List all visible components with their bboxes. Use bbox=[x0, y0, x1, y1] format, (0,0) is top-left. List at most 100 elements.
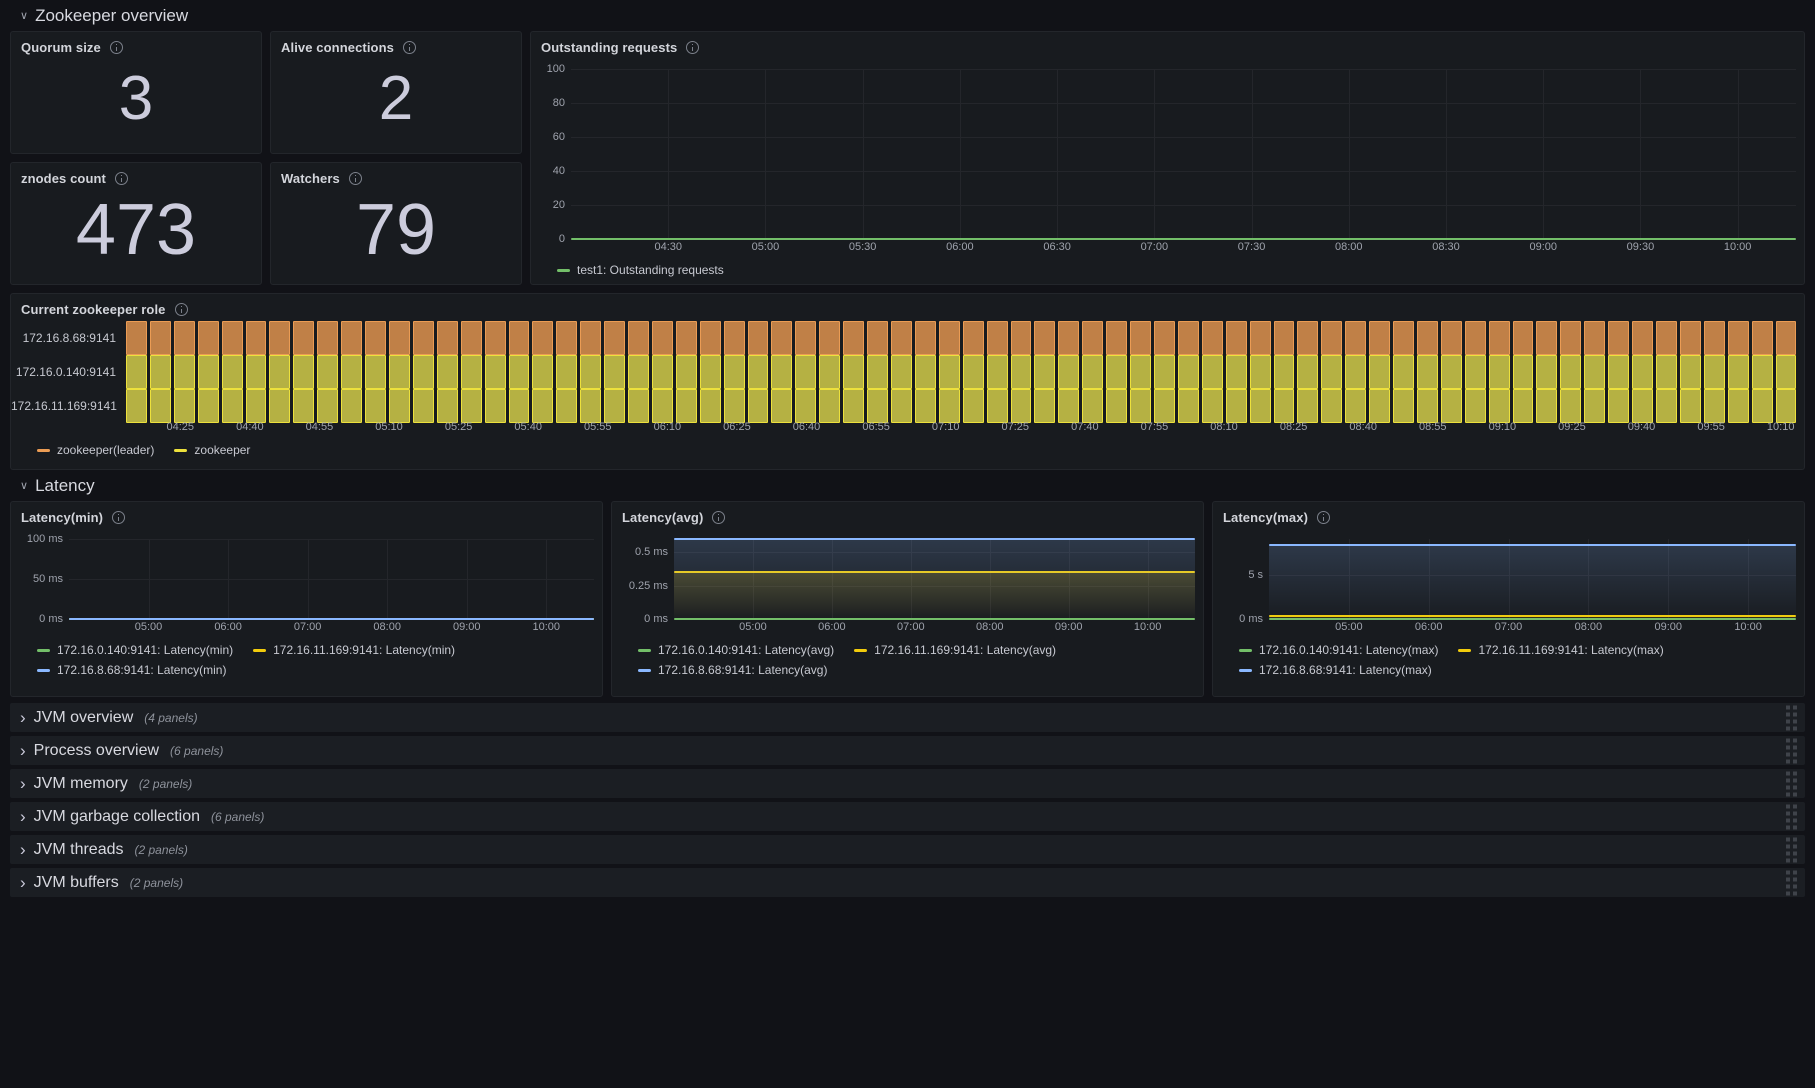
timeline-segment[interactable] bbox=[532, 321, 554, 355]
info-icon[interactable] bbox=[109, 41, 123, 54]
timeline-segment[interactable] bbox=[604, 321, 626, 355]
timeline-segment[interactable] bbox=[197, 321, 219, 355]
legend-item[interactable]: 172.16.8.68:9141: Latency(min) bbox=[37, 663, 226, 677]
timeline-segment[interactable] bbox=[891, 321, 912, 355]
timeline-segment[interactable] bbox=[723, 389, 745, 423]
timeline-segment[interactable] bbox=[1512, 321, 1534, 355]
info-icon[interactable] bbox=[348, 172, 362, 185]
timeline-segment[interactable] bbox=[341, 389, 363, 423]
timeline-segment[interactable] bbox=[197, 389, 219, 423]
timeline-segment[interactable] bbox=[628, 389, 649, 423]
timeline-segment[interactable] bbox=[1608, 389, 1630, 423]
timeline-segment[interactable] bbox=[1369, 355, 1391, 389]
timeline-track[interactable] bbox=[126, 389, 1797, 423]
timeline-segment[interactable] bbox=[556, 389, 578, 423]
timeline-segment[interactable] bbox=[245, 321, 267, 355]
timeline-segment[interactable] bbox=[1584, 389, 1606, 423]
timeline-segment[interactable] bbox=[365, 321, 386, 355]
timeline-segment[interactable] bbox=[628, 355, 649, 389]
timeline-segment[interactable] bbox=[819, 389, 841, 423]
timeline-segment[interactable] bbox=[1536, 355, 1558, 389]
timeline-segment[interactable] bbox=[508, 355, 530, 389]
collapsed-row-jvm-garbage-collection[interactable]: JVM garbage collection(6 panels) bbox=[10, 802, 1805, 831]
timeline-segment[interactable] bbox=[580, 321, 602, 355]
timeline-segment[interactable] bbox=[699, 321, 721, 355]
timeline-segment[interactable] bbox=[197, 355, 219, 389]
timeline-segment[interactable] bbox=[436, 355, 458, 389]
timeline-segment[interactable] bbox=[1345, 389, 1367, 423]
timeline-segment[interactable] bbox=[556, 321, 578, 355]
timeline-segment[interactable] bbox=[604, 389, 626, 423]
legend-item[interactable]: zookeeper(leader) bbox=[37, 443, 154, 457]
timeline-segment[interactable] bbox=[1153, 321, 1175, 355]
timeline-segment[interactable] bbox=[1775, 355, 1797, 389]
timeline-segment[interactable] bbox=[699, 355, 721, 389]
timeline-segment[interactable] bbox=[771, 321, 793, 355]
timeline-segment[interactable] bbox=[938, 321, 960, 355]
timeline-segment[interactable] bbox=[1106, 321, 1128, 355]
timeline-segment[interactable] bbox=[1632, 321, 1653, 355]
timeline-segment[interactable] bbox=[1775, 389, 1797, 423]
timeline-segment[interactable] bbox=[795, 355, 817, 389]
timeline-segment[interactable] bbox=[388, 389, 410, 423]
timeline-segment[interactable] bbox=[1034, 321, 1056, 355]
timeline-segment[interactable] bbox=[556, 355, 578, 389]
timeline-row[interactable]: 172.16.0.140:9141 bbox=[11, 355, 1797, 389]
collapsed-row-jvm-memory[interactable]: JVM memory(2 panels) bbox=[10, 769, 1805, 798]
timeline-segment[interactable] bbox=[1130, 321, 1151, 355]
timeline-segment[interactable] bbox=[1297, 355, 1319, 389]
timeline-segment[interactable] bbox=[341, 355, 363, 389]
timeline-segment[interactable] bbox=[938, 355, 960, 389]
info-icon[interactable] bbox=[114, 172, 128, 185]
timeline-segment[interactable] bbox=[1058, 355, 1080, 389]
timeline-segment[interactable] bbox=[675, 321, 697, 355]
timeline-segment[interactable] bbox=[867, 321, 888, 355]
timeline-segment[interactable] bbox=[675, 389, 697, 423]
legend-item[interactable]: 172.16.11.169:9141: Latency(max) bbox=[1458, 643, 1664, 657]
row-header-latency[interactable]: Latency bbox=[10, 470, 1805, 501]
panel-watchers[interactable]: Watchers 79 bbox=[270, 162, 522, 285]
timeline-segment[interactable] bbox=[795, 389, 817, 423]
timeline-segment[interactable] bbox=[1584, 321, 1606, 355]
timeline-segment[interactable] bbox=[293, 321, 315, 355]
timeline-segment[interactable] bbox=[1177, 321, 1199, 355]
timeline-track[interactable] bbox=[126, 355, 1797, 389]
timeline-segment[interactable] bbox=[1488, 355, 1510, 389]
timeline-segment[interactable] bbox=[1416, 389, 1438, 423]
timeline-segment[interactable] bbox=[149, 389, 171, 423]
timeline-segment[interactable] bbox=[1369, 321, 1391, 355]
timeline-segment[interactable] bbox=[1201, 355, 1223, 389]
timeline-segment[interactable] bbox=[1273, 321, 1295, 355]
timeline-segment[interactable] bbox=[1536, 389, 1558, 423]
timeline-segment[interactable] bbox=[867, 355, 888, 389]
timeline-segment[interactable] bbox=[1416, 355, 1438, 389]
timeline-segment[interactable] bbox=[580, 355, 602, 389]
timeline-segment[interactable] bbox=[771, 389, 793, 423]
legend-item[interactable]: 172.16.11.169:9141: Latency(min) bbox=[253, 643, 455, 657]
timeline-segment[interactable] bbox=[412, 355, 434, 389]
panel-znodes-count[interactable]: znodes count 473 bbox=[10, 162, 262, 285]
timeline-segment[interactable] bbox=[1560, 321, 1582, 355]
timeline-segment[interactable] bbox=[747, 389, 769, 423]
drag-handle-icon[interactable] bbox=[1786, 771, 1797, 796]
timeline-segment[interactable] bbox=[149, 355, 171, 389]
legend-item[interactable]: zookeeper bbox=[174, 443, 250, 457]
timeline-segment[interactable] bbox=[436, 321, 458, 355]
timeline-segment[interactable] bbox=[269, 355, 291, 389]
timeline-segment[interactable] bbox=[1751, 355, 1773, 389]
timeline-segment[interactable] bbox=[986, 355, 1008, 389]
timeline-segment[interactable] bbox=[1130, 389, 1151, 423]
timeline-segment[interactable] bbox=[651, 321, 673, 355]
drag-handle-icon[interactable] bbox=[1786, 738, 1797, 763]
panel-quorum-size[interactable]: Quorum size 3 bbox=[10, 31, 262, 154]
timeline-segment[interactable] bbox=[1058, 321, 1080, 355]
timeline-segment[interactable] bbox=[843, 355, 865, 389]
timeline-segment[interactable] bbox=[1153, 355, 1175, 389]
timeline-segment[interactable] bbox=[1153, 389, 1175, 423]
timeline-segment[interactable] bbox=[1512, 389, 1534, 423]
info-icon[interactable] bbox=[174, 303, 188, 316]
timeline-segment[interactable] bbox=[1560, 389, 1582, 423]
timeline-segment[interactable] bbox=[388, 321, 410, 355]
